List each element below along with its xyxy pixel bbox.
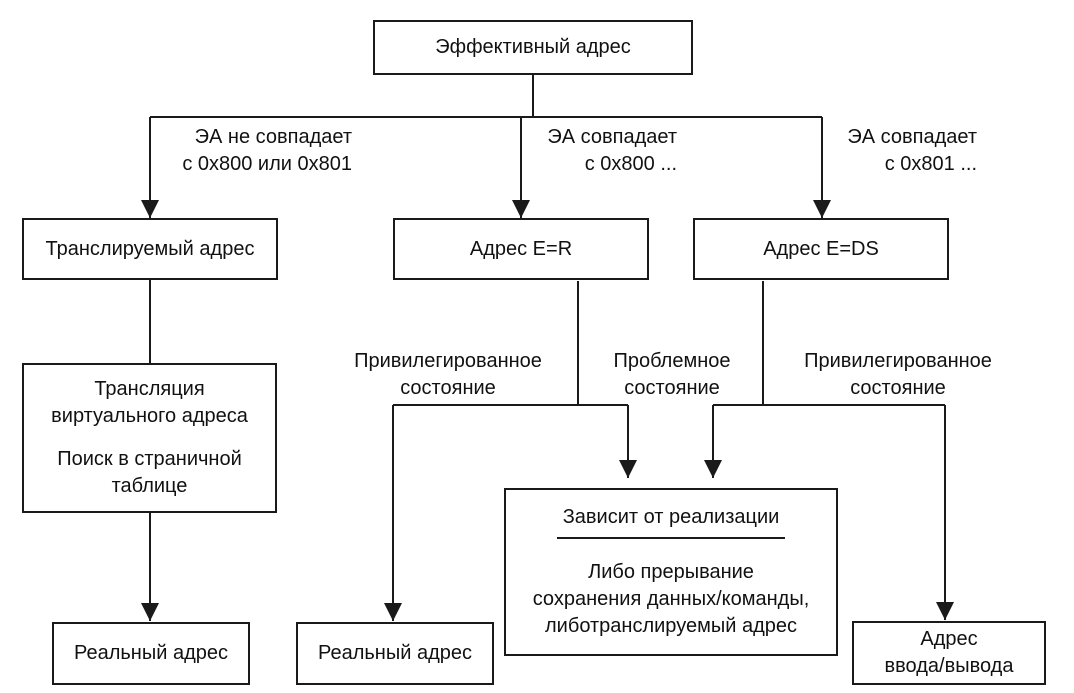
- real-address-left-label: Реальный адрес: [74, 642, 228, 664]
- edge-label-match-800-line-2: с 0x800 ...: [584, 153, 677, 175]
- edge-label-problem-line-2: состояние: [624, 377, 720, 399]
- edge-label-privileged-right-line-1: Привилегированное: [804, 350, 992, 372]
- translated-address-label: Транслируемый адрес: [45, 237, 255, 260]
- io-address-line-1: Адрес: [920, 628, 978, 650]
- edge-label-no-match: ЭА не совпадает с 0x800 или 0x801: [182, 124, 352, 178]
- edge-label-privileged-right-line-2: состояние: [850, 377, 946, 399]
- effective-address-label: Эффективный адрес: [435, 36, 631, 58]
- real-address-middle-box: Реальный адрес: [296, 622, 494, 685]
- edge-label-match-800: ЭА совпадает с 0x800 ...: [547, 124, 677, 178]
- translated-address-box: Транслируемый адрес: [22, 218, 278, 280]
- implementation-box: Зависит от реализации Либо прерывание со…: [504, 488, 838, 656]
- translation-line-4: таблице: [111, 475, 188, 497]
- implementation-line-2: сохранения данных/команды,: [532, 588, 810, 610]
- edge-label-match-801-line-2: с 0x801 ...: [884, 153, 977, 175]
- implementation-line-1: Либо прерывание: [588, 561, 754, 583]
- real-address-left-box: Реальный адрес: [52, 622, 250, 685]
- edge-label-match-800-line-1: ЭА совпадает: [547, 126, 677, 148]
- io-address-box: Адрес ввода/вывода: [852, 621, 1046, 685]
- address-eds-box: Адрес E=DS: [693, 218, 949, 280]
- implementation-line-3: либотранслируемый адрес: [545, 615, 797, 637]
- edge-label-no-match-line-1: ЭА не совпадает: [194, 126, 352, 148]
- edge-label-privileged-left: Привилегированное состояние: [332, 348, 564, 402]
- real-address-middle-label: Реальный адрес: [318, 642, 472, 664]
- edge-label-privileged-left-line-2: состояние: [400, 377, 496, 399]
- translation-line-3: Поиск в страничной: [57, 448, 242, 470]
- edge-label-match-801: ЭА совпадает с 0x801 ...: [847, 124, 977, 178]
- implementation-heading: Зависит от реализации: [556, 504, 786, 539]
- edge-label-privileged-right: Привилегированное состояние: [782, 348, 1014, 402]
- edge-label-match-801-line-1: ЭА совпадает: [847, 126, 977, 148]
- address-er-label: Адрес E=R: [469, 237, 573, 260]
- edge-label-privileged-left-line-1: Привилегированное: [354, 350, 542, 372]
- address-er-box: Адрес E=R: [393, 218, 649, 280]
- effective-address-box: Эффективный адрес: [373, 20, 693, 75]
- translation-line-2: виртуального адреса: [51, 405, 248, 427]
- address-eds-label: Адрес E=DS: [763, 237, 879, 260]
- translation-box: Трансляция виртуального адреса Поиск в с…: [22, 363, 277, 513]
- edge-label-problem: Проблемное состояние: [594, 348, 750, 402]
- io-address-line-2: ввода/вывода: [884, 655, 1014, 677]
- translation-line-1: Трансляция: [94, 378, 205, 400]
- edge-label-no-match-line-2: с 0x800 или 0x801: [182, 153, 352, 175]
- edge-label-problem-line-1: Проблемное: [613, 350, 731, 372]
